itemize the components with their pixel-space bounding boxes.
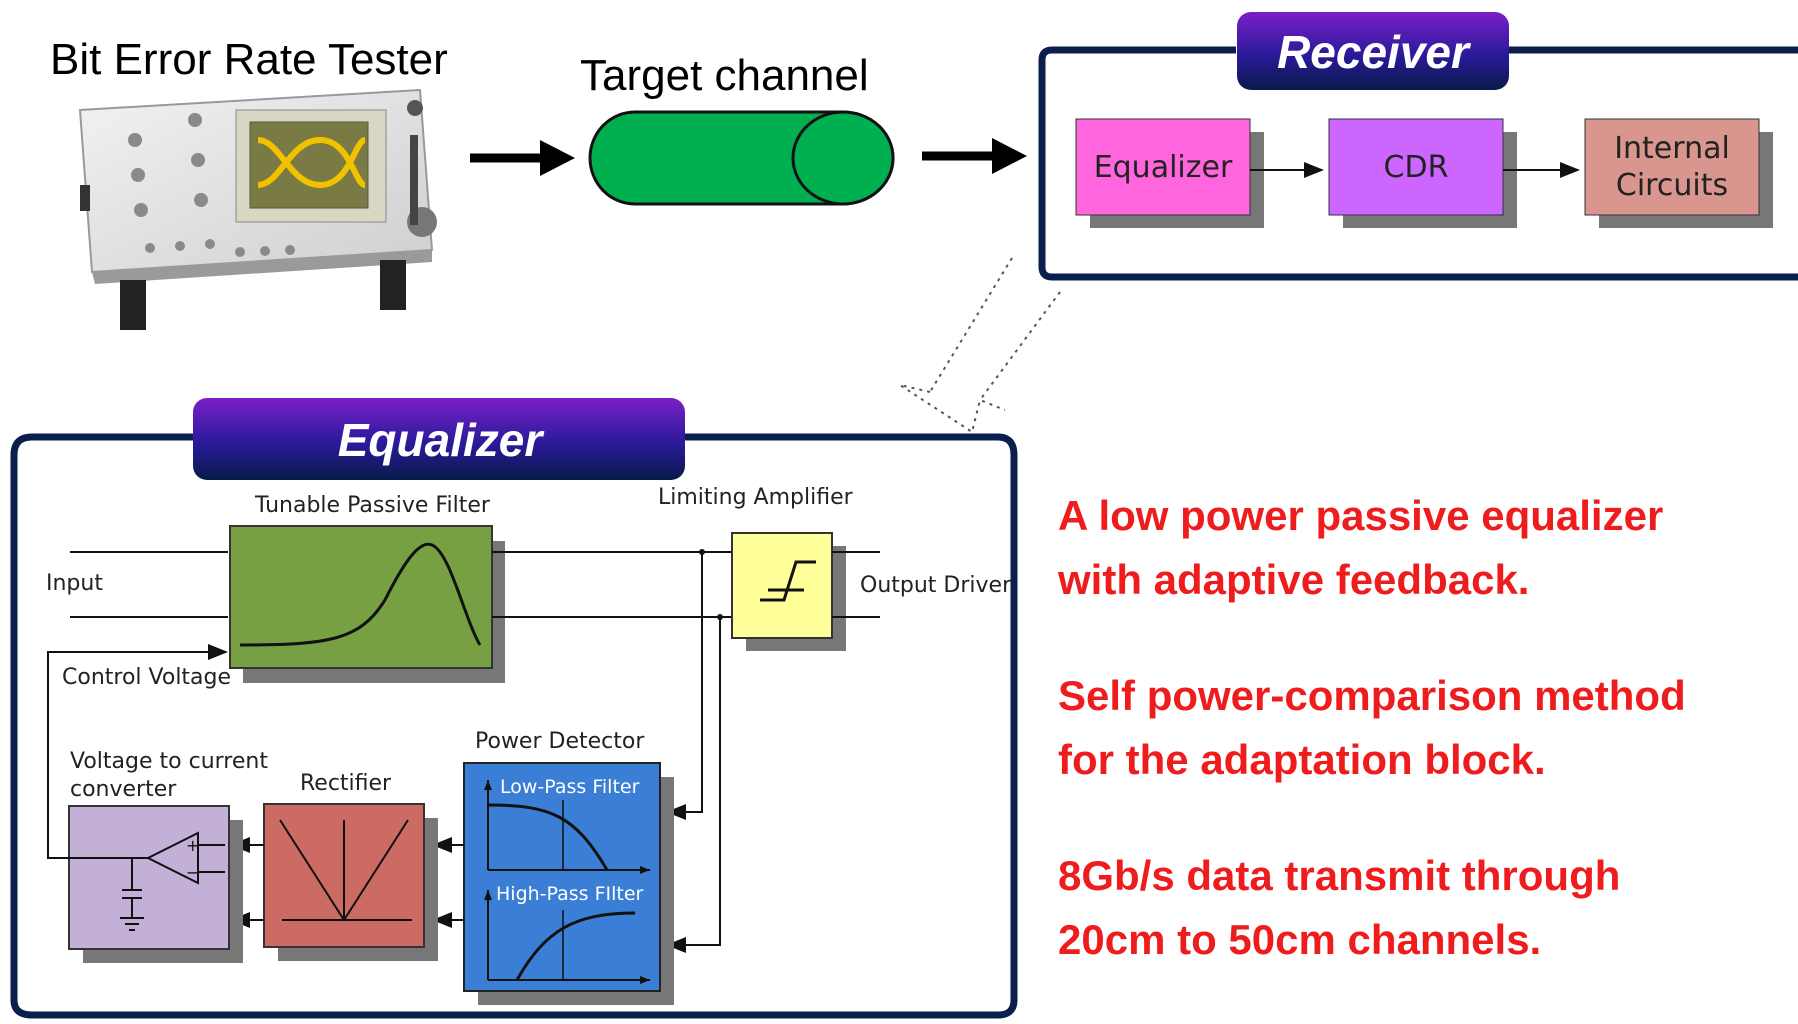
rectifier-block: [263, 803, 438, 961]
label-vtoi-line1: Voltage to current: [70, 749, 268, 774]
opamp-icon: [145, 831, 199, 885]
note-3: 8Gb/s data transmit through 20cm to 50cm…: [1058, 852, 1621, 963]
tap-to-lpf: [666, 552, 703, 820]
label-rectifier: Rectifier: [300, 771, 392, 796]
vtoi-converter-block: + −: [68, 805, 243, 963]
bandpass-curve-icon: [239, 542, 482, 647]
notes-panel: A low power passive equalizer with adapt…: [1058, 484, 1778, 1024]
tunable-passive-filter-block: [229, 525, 505, 683]
label-control-voltage: Control Voltage: [62, 665, 231, 690]
limiting-amplifier-block: [731, 532, 846, 651]
label-hpf: High-Pass FIlter: [496, 883, 644, 905]
block-cdr-label: CDR: [1384, 150, 1449, 185]
equalizer-badge: [193, 398, 685, 480]
limiter-symbol-icon: [760, 560, 816, 602]
receiver-title: Receiver: [1277, 26, 1471, 78]
label-power-detector: Power Detector: [475, 729, 645, 754]
input-lines: [70, 551, 228, 618]
receiver-badge: [1237, 12, 1509, 90]
output-lines: [832, 551, 880, 618]
receiver-equalizer-block: Equalizer: [1075, 118, 1264, 228]
highpass-curve-icon: [515, 911, 636, 981]
label-limiting-amp: Limiting Amplifier: [658, 485, 854, 510]
receiver-circuits-block: Internal Circuits: [1584, 118, 1773, 228]
block-circuits-label-line1: Internal: [1614, 131, 1730, 166]
control-voltage-line: [47, 644, 228, 859]
tester-label: Bit Error Rate Tester: [50, 35, 448, 84]
channel-cylinder-icon: [588, 110, 895, 206]
receiver-cdr-block: CDR: [1328, 118, 1517, 228]
note-2: Self power-comparison method for the ada…: [1058, 672, 1686, 783]
channel-label: Target channel: [580, 51, 869, 100]
label-lpf: Low-Pass Filter: [500, 776, 640, 798]
equalizer-title: Equalizer: [338, 414, 545, 466]
ber-tester-device-icon: [78, 88, 437, 330]
note-1: A low power passive equalizer with adapt…: [1058, 492, 1664, 603]
zoom-arrow-icon: [899, 257, 1061, 434]
rectifier-curve-icon: [279, 819, 412, 922]
svg-text:+: +: [186, 836, 199, 855]
filter-output-lines: [492, 551, 732, 618]
label-input: Input: [46, 571, 103, 596]
block-equalizer-label: Equalizer: [1094, 150, 1233, 185]
block-circuits-label-line2: Circuits: [1616, 168, 1728, 203]
svg-text:−: −: [186, 863, 199, 882]
label-vtoi-line2: converter: [70, 777, 177, 802]
lowpass-curve-icon: [487, 803, 609, 871]
power-detector-block: Low-Pass Filter High-Pass FIlter: [463, 762, 674, 1005]
equalizer-frame: [10, 433, 1018, 1019]
label-output-driver: Output Driver: [860, 573, 1012, 598]
label-tunable-filter: Tunable Passive Filter: [254, 493, 491, 518]
tap-to-hpf: [666, 617, 721, 953]
